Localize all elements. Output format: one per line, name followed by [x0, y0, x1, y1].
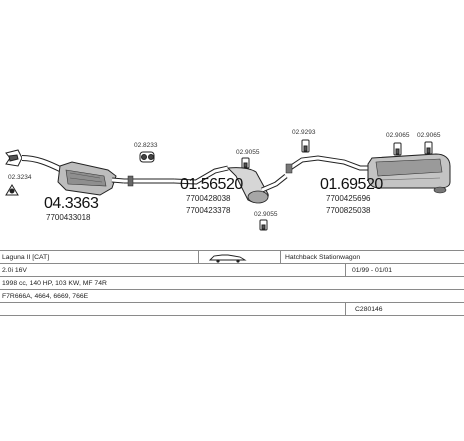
clamp-b-icon	[241, 157, 250, 169]
info-row-spec: 1998 cc, 140 HP, 103 KW, MF 74R	[0, 276, 464, 290]
clamp-e-icon	[393, 142, 402, 156]
info-row-engine: 2.0i 16V 01/99 - 01/01	[0, 263, 464, 277]
middle-oe-number-1: 7700428038	[186, 194, 231, 203]
info-row-codes: F7R666A, 4664, 6669, 766E	[0, 289, 464, 303]
exhaust-system-drawing	[5, 139, 451, 231]
vehicle-model: Laguna II [CAT]	[2, 254, 50, 261]
vehicle-spec: 1998 cc, 140 HP, 103 KW, MF 74R	[2, 280, 107, 287]
rear-oe-number-1: 7700425696	[326, 194, 371, 203]
rear-part-number: 01.69520	[320, 176, 383, 193]
vehicle-engine: 2.0i 16V	[2, 267, 27, 274]
clamp-d-icon	[301, 139, 310, 153]
car-silhouette-icon	[208, 254, 247, 263]
catalyst-oe-number: 7700433018	[46, 213, 91, 222]
clamp-d-label: 02.9293	[292, 129, 316, 136]
clamp-b-label: 02.9055	[236, 149, 260, 156]
clamp-c-icon	[259, 219, 268, 231]
vehicle-body: Hatchback Stationwagon	[285, 254, 361, 261]
clamp-f-icon	[424, 141, 433, 155]
vehicle-engine-codes: F7R666A, 4664, 6669, 766E	[2, 293, 89, 300]
clamp-left-label: 02.3234	[8, 174, 32, 181]
table-bottom-border	[0, 315, 464, 316]
middle-oe-number-2: 7700423378	[186, 206, 231, 215]
clamp-c-label: 02.9055	[254, 211, 278, 218]
clamp-e-label: 02.9065	[386, 132, 410, 139]
manifold-flange	[5, 149, 23, 167]
middle-silencer	[226, 167, 288, 204]
vehicle-years: 01/99 - 01/01	[352, 267, 393, 274]
clamp-f-label: 02.9065	[417, 132, 441, 139]
clamp-a-icon	[139, 151, 155, 163]
catalyst-part-number: 04.3363	[44, 195, 99, 212]
catalytic-converter	[57, 161, 125, 196]
middle-part-number: 01.56520	[180, 176, 243, 193]
rear-oe-number-2: 7700825038	[326, 206, 371, 215]
reference-number: C280146	[355, 306, 383, 313]
rear-silencer	[367, 153, 451, 194]
info-row-model: Laguna II [CAT] Hatchback Stationwagon	[0, 250, 464, 264]
clamp-left-icon	[5, 184, 19, 196]
clamp-a-label: 02.8233	[134, 142, 158, 149]
info-row-ref: C280146	[0, 302, 464, 316]
